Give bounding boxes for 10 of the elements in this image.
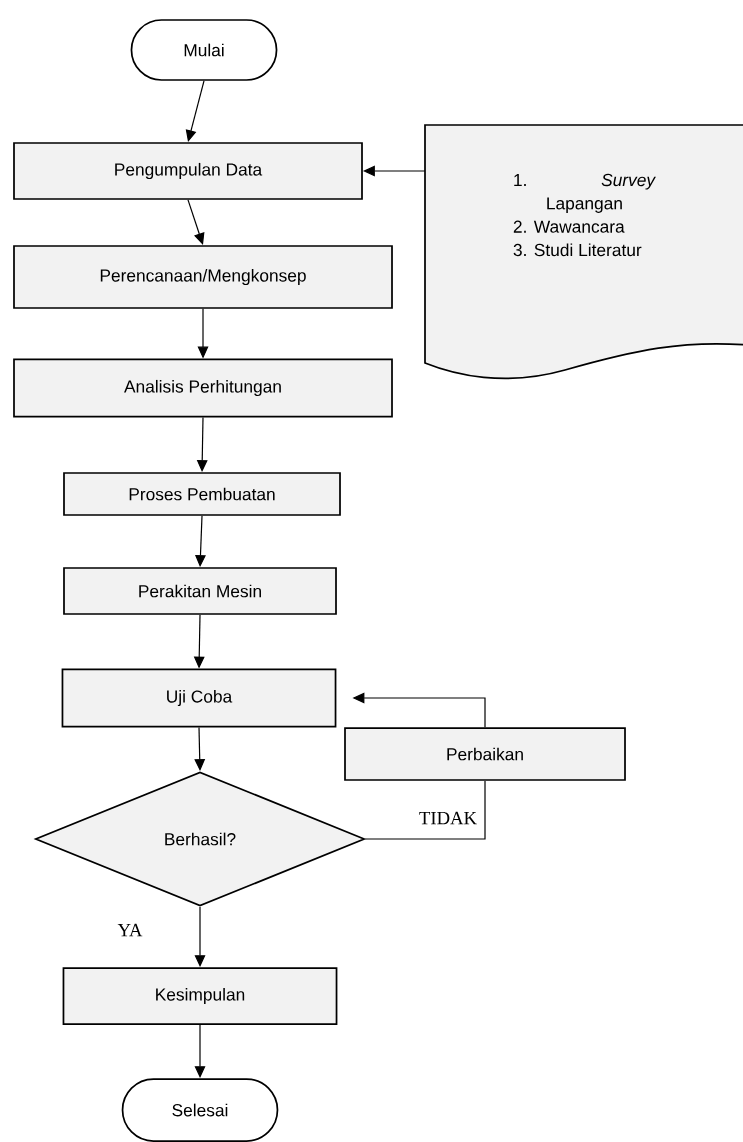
process-box: Uji Coba [61, 668, 337, 728]
process-box: Analisis Perhitungan [13, 358, 393, 418]
edge-label: TIDAK [419, 811, 477, 825]
process-box: Perencanaan/Mengkonsep [13, 245, 393, 309]
process-box: Kesimpulan [62, 967, 338, 1025]
edge-label: YA [117, 923, 143, 937]
process-box: Proses Pembuatan [63, 472, 341, 516]
process-box: Perakitan Mesin [63, 567, 337, 615]
process-box: Pengumpulan Data [13, 142, 363, 200]
process-box: Perbaikan [344, 727, 626, 781]
